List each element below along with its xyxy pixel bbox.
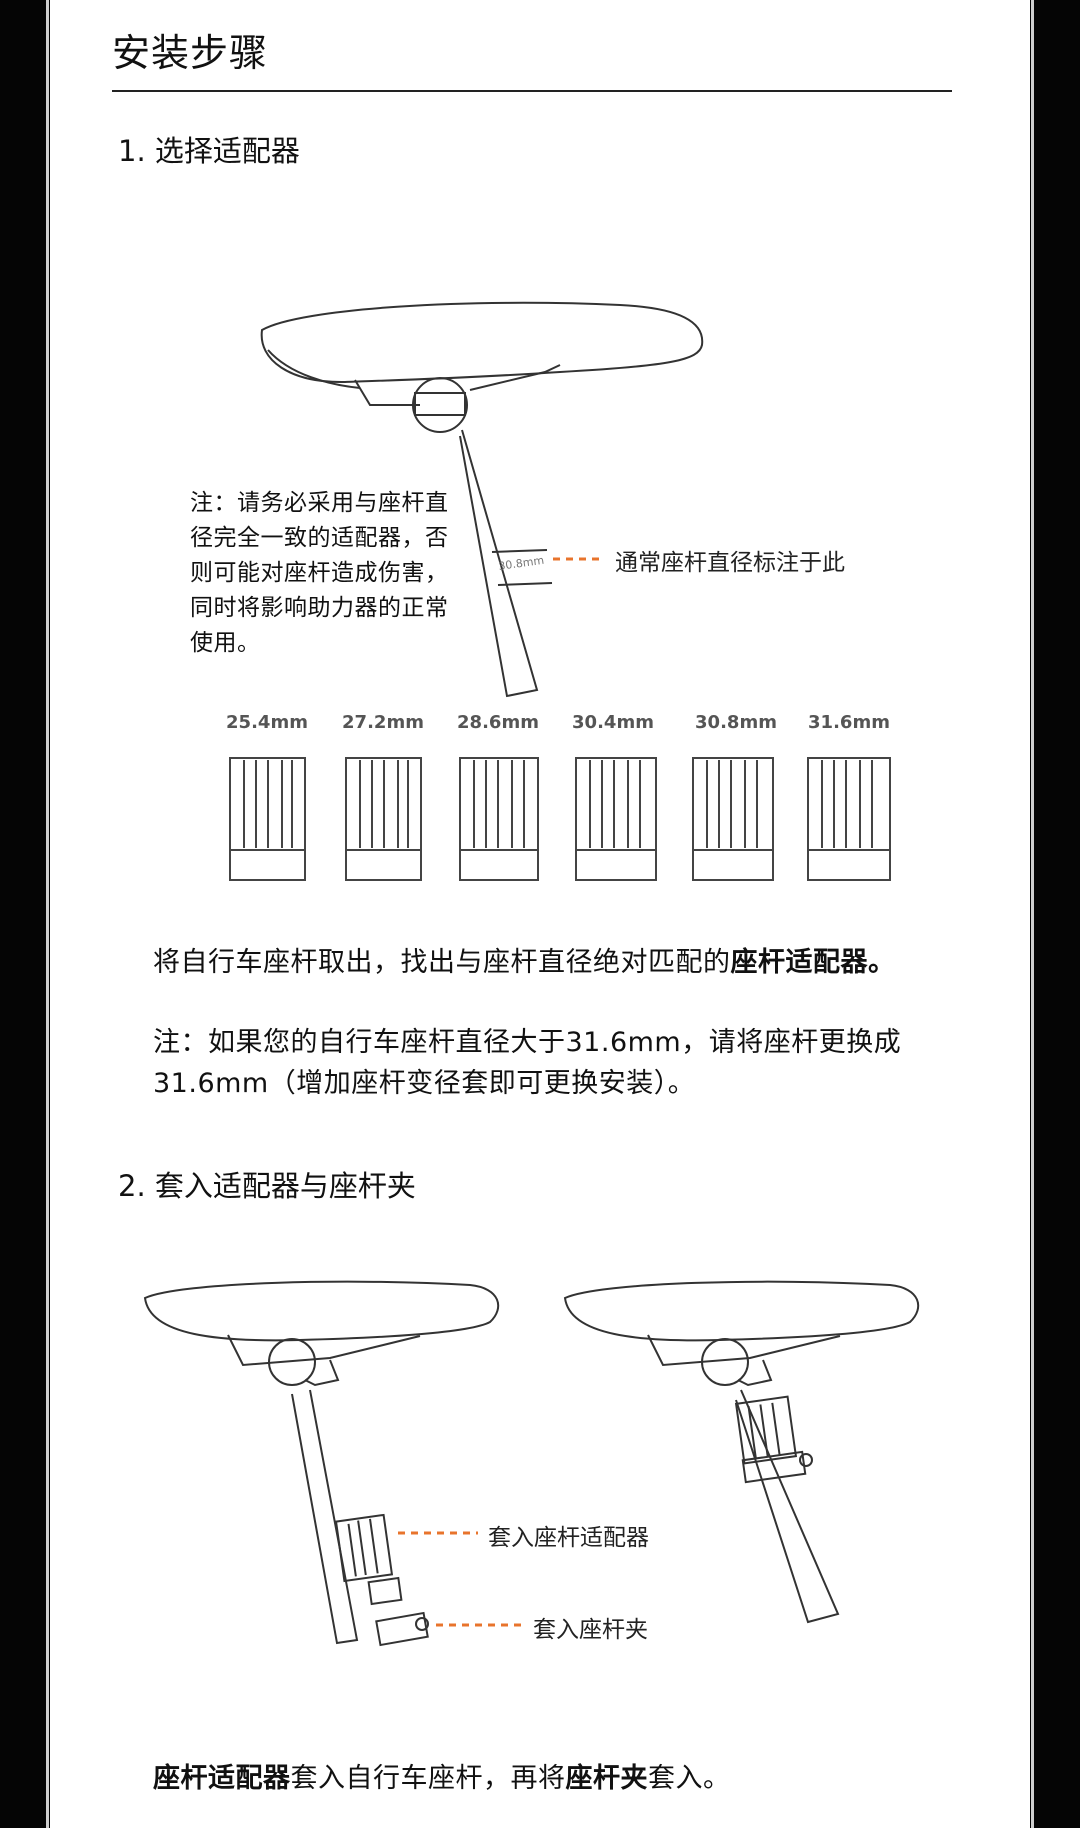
- instruction-bold: 座杆适配器: [153, 1763, 291, 1794]
- adapter-25-4: [229, 757, 306, 881]
- instruction-bold: 座杆夹: [565, 1763, 648, 1794]
- callout-insert-adapter: 套入座杆适配器: [488, 1525, 649, 1551]
- saddle-top: [260, 301, 704, 384]
- left-frame: [0, 0, 50, 1828]
- seatpost-band-2: [497, 582, 553, 586]
- saddle-base: [267, 349, 361, 389]
- adapter-on-post-left: [334, 1513, 394, 1583]
- size-label: 28.6mm: [457, 712, 539, 733]
- instruction-text: 将自行车座杆取出，找出与座杆直径绝对匹配的: [153, 947, 731, 978]
- size-label: 30.8mm: [695, 712, 777, 733]
- adapter-30-4: [575, 757, 657, 881]
- adapter-31-6: [807, 757, 891, 881]
- adapter-28-6: [459, 757, 539, 881]
- size-label: 31.6mm: [808, 712, 890, 733]
- left-border-line: [46, 0, 49, 1828]
- page-title: 安装步骤: [112, 31, 269, 75]
- instruction-end: 。: [868, 947, 896, 978]
- seatpost-left-tube: [291, 1389, 359, 1645]
- seatpost-head-circle: [412, 377, 468, 433]
- step1-heading: 1. 选择适配器: [118, 134, 300, 168]
- callout-diameter-marking: 通常座杆直径标注于此: [615, 550, 845, 576]
- clamp-bolt: [415, 1617, 429, 1631]
- seatpost-right-head: [701, 1338, 749, 1386]
- seatpost-marking: 30.8mm: [498, 554, 545, 573]
- step1-warning-note: 注：请务必采用与座杆直径完全一致的适配器，否则可能对座杆造成伤害，同时将影响助力…: [190, 490, 449, 656]
- saddle-rail: [354, 364, 561, 406]
- seatpost-clamp-part: [375, 1611, 429, 1647]
- instruction-text: 套入自行车座杆，再将: [290, 1763, 566, 1794]
- adapter-30-8: [692, 757, 774, 881]
- step2-heading: 2. 套入适配器与座杆夹: [118, 1169, 416, 1203]
- right-border-line: [1031, 0, 1034, 1828]
- size-label: 25.4mm: [226, 712, 308, 733]
- seatpost-left-neck: [304, 1359, 340, 1387]
- title-divider: [112, 90, 952, 92]
- clamp-bolt-right: [799, 1453, 813, 1467]
- seatpost-left-head: [268, 1338, 316, 1386]
- adapter-on-post-right: [734, 1395, 798, 1465]
- instruction-bold: 座杆适配器: [730, 947, 868, 978]
- right-frame: [1030, 0, 1080, 1828]
- saddle-right: [563, 1280, 920, 1342]
- adapter-sleeve-left: [367, 1576, 403, 1606]
- saddle-left-rail: [227, 1334, 421, 1367]
- seatpost-band-1: [491, 549, 548, 553]
- saddle-left: [143, 1280, 500, 1342]
- seatpost-tube: [459, 429, 539, 698]
- callout-insert-clamp: 套入座杆夹: [533, 1617, 648, 1643]
- saddle-right-rail: [647, 1334, 841, 1367]
- step1-note-2: 注：如果您的自行车座杆直径大于31.6mm，请将座杆更换成31.6mm（增加座杆…: [153, 1027, 902, 1099]
- instruction-text: 套入。: [648, 1763, 731, 1794]
- size-label: 27.2mm: [342, 712, 424, 733]
- adapter-27-2: [345, 757, 422, 881]
- step1-instruction: 将自行车座杆取出，找出与座杆直径绝对匹配的座杆适配器。: [153, 942, 896, 983]
- seatpost-right-tube: [735, 1389, 840, 1624]
- step2-instruction: 座杆适配器套入自行车座杆，再将座杆夹套入。: [153, 1758, 731, 1799]
- clamp-on-post-right: [741, 1450, 807, 1484]
- document-page: [50, 0, 1030, 1828]
- seatpost-clamp-head: [414, 392, 466, 416]
- seatpost-right-neck: [737, 1359, 773, 1387]
- size-label: 30.4mm: [572, 712, 654, 733]
